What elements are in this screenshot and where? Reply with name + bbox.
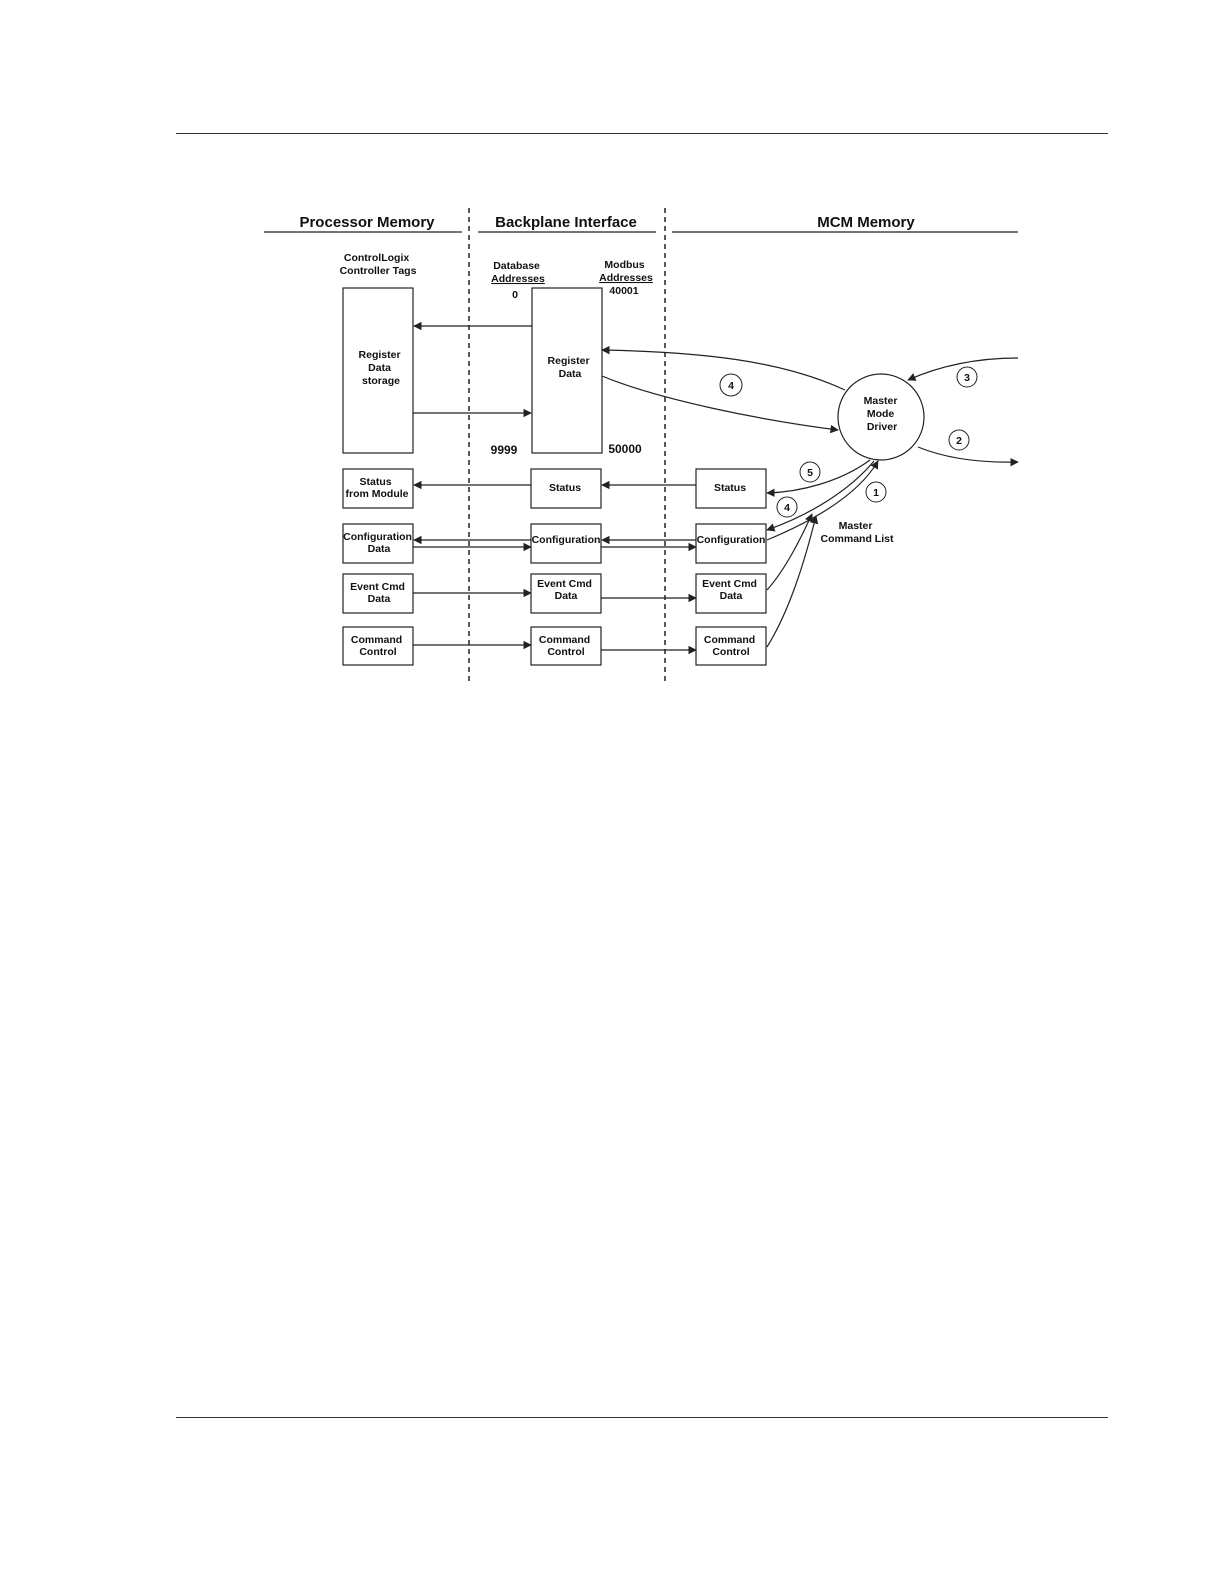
event-backplane-label: Event Cmd Data <box>537 578 595 602</box>
modbus-start-address: 40001 <box>609 285 638 297</box>
command-mcm-label: Command Control <box>704 634 758 658</box>
master-command-list-label: Master Command List <box>821 520 894 545</box>
header-mcm-memory: MCM Memory <box>817 214 915 231</box>
controllogix-tags-label: ControlLogix Controller Tags <box>340 252 417 277</box>
arrow-driver-outgoing <box>917 446 1019 467</box>
register-data-box <box>531 287 603 454</box>
register-data-label: Register Data <box>548 355 593 380</box>
master-mode-driver-label: Master Mode Driver <box>864 395 901 433</box>
header-processor-memory: Processor Memory <box>299 214 435 231</box>
modbus-addresses-label: Modbus Addresses <box>599 259 653 284</box>
step-marker-circle-5 <box>799 461 821 483</box>
event-backplane-box <box>530 573 602 614</box>
database-addresses-label: Database Addresses <box>491 260 545 285</box>
step-marker-circle-2 <box>948 429 970 451</box>
db-end-address: 9999 <box>491 443 518 457</box>
step-marker-1: 1 <box>873 487 879 499</box>
event-mcm-label: Event Cmd Data <box>702 578 760 602</box>
header-backplane-interface: Backplane Interface <box>495 214 637 231</box>
config-processor-box <box>342 523 414 564</box>
arrow-driver-to-status <box>766 459 871 497</box>
config-backplane-box <box>530 523 602 564</box>
step-marker-3: 3 <box>964 372 970 384</box>
modbus-end-address: 50000 <box>608 442 642 456</box>
db-start-address: 0 <box>512 289 518 301</box>
config-processor-label: Configuration Data <box>343 531 415 555</box>
status-from-module-label: Status from Module <box>346 476 409 500</box>
step-marker-circle-4b <box>776 496 798 518</box>
config-backplane-label: Configuration <box>532 534 601 546</box>
status-from-module-box <box>342 468 414 509</box>
command-backplane-label: Command Control <box>539 634 593 658</box>
event-mcm-box <box>695 573 767 614</box>
arrow-driver-to-config <box>766 460 875 532</box>
bottom-rule <box>176 1417 1108 1418</box>
register-data-storage-box <box>342 287 414 454</box>
step-marker-circle-1 <box>865 481 887 503</box>
arrow-incoming-to-driver <box>907 357 1019 381</box>
arrow-driver-to-register-data <box>601 345 846 391</box>
status-backplane-label: Status <box>549 482 581 494</box>
status-mcm-label: Status <box>714 482 746 494</box>
arrow-register-data-to-driver <box>601 375 839 434</box>
step-marker-2: 2 <box>956 435 962 447</box>
arrow-command-to-command-list <box>766 515 819 648</box>
command-backplane-box <box>530 626 602 666</box>
register-data-storage-label: Register Data storage <box>359 349 404 387</box>
config-mcm-label: Configuration <box>697 534 766 546</box>
command-processor-box <box>342 626 414 666</box>
command-processor-label: Command Control <box>351 634 405 658</box>
config-mcm-box <box>695 523 767 564</box>
step-marker-circle-3 <box>956 366 978 388</box>
step-marker-4a: 4 <box>728 380 734 392</box>
step-marker-5: 5 <box>807 467 813 479</box>
arrow-event-to-command-list <box>766 513 813 591</box>
arrow-config-to-driver <box>766 460 879 541</box>
step-marker-circle-4a <box>719 373 743 397</box>
top-rule <box>176 133 1108 134</box>
status-backplane-box <box>530 468 602 509</box>
master-mode-driver-circle <box>837 373 925 461</box>
event-processor-label: Event Cmd Data <box>350 581 408 605</box>
step-marker-4b: 4 <box>784 502 790 514</box>
status-mcm-box <box>695 468 767 509</box>
